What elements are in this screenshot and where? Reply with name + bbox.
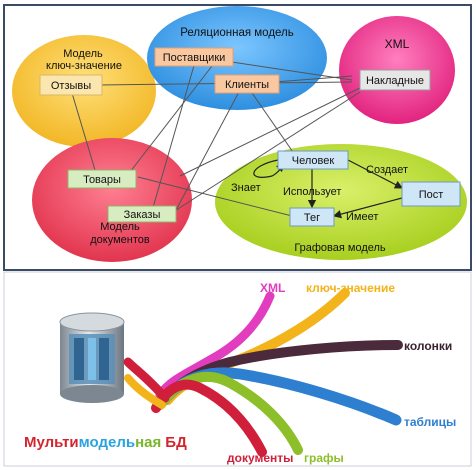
svg-text:Поставщики: Поставщики [163,52,226,64]
edge-label-creates: Создает [366,164,408,176]
box-suppliers: Поставщики [154,47,234,67]
svg-text:Человек: Человек [292,155,335,167]
svg-text:Тег: Тег [304,212,320,224]
graph-edges [253,159,404,219]
strand-label-xml: XML [260,281,285,295]
relational-model-title: Реляционная модель [180,27,294,39]
strand-label-columns: колонки [404,339,452,353]
strand-xml [155,291,275,400]
svg-text:Накладные: Накладные [366,75,424,87]
svg-text:Клиенты: Клиенты [225,79,269,91]
svg-text:Пост: Пост [419,189,444,201]
graph-model-title: Графовая модель [294,242,386,254]
node-tag: Тег [289,207,335,227]
title-part-suffix: ная [135,434,161,451]
strand-tail [123,357,170,403]
document-model-title-line1: Модель [100,221,140,233]
title-part-multi: Мульти [24,434,79,451]
xml-model-title: XML [385,37,410,51]
keyvalue-model-title-line1: Модель [63,48,103,60]
node-post: Пост [401,181,461,207]
strand-label-tables: таблицы [404,415,456,429]
strand-tail-2 [124,374,166,409]
graph-model-ellipse [215,144,467,260]
edge-label-uses: Использует [283,186,341,198]
svg-text:Заказы: Заказы [124,209,161,221]
svg-text:Отзывы: Отзывы [51,80,91,92]
strand-label-documents: документы [227,451,293,465]
strand-bundle [123,288,403,457]
edge-label-knows: Знает [231,182,261,194]
svg-text:Товары: Товары [83,174,121,186]
strand-label-graphs: графы [304,451,344,465]
strand-label-keyvalue: ключ-значение [306,281,395,295]
box-clients: Клиенты [214,74,280,94]
title-part-db: БД [165,434,187,451]
node-person: Человек [277,150,349,170]
box-reviews: Отзывы [39,74,103,96]
keyvalue-model-title-line2: ключ-значение [46,60,122,72]
box-invoices: Накладные [359,69,431,91]
database-icon [59,312,125,403]
box-products: Товары [67,169,137,189]
edge-label-has: Имеет [346,211,378,223]
box-orders: Заказы [107,205,177,223]
document-model-title-line2: документов [90,234,150,246]
title-part-model: модель [79,434,135,451]
document-model-ellipse [32,138,192,262]
